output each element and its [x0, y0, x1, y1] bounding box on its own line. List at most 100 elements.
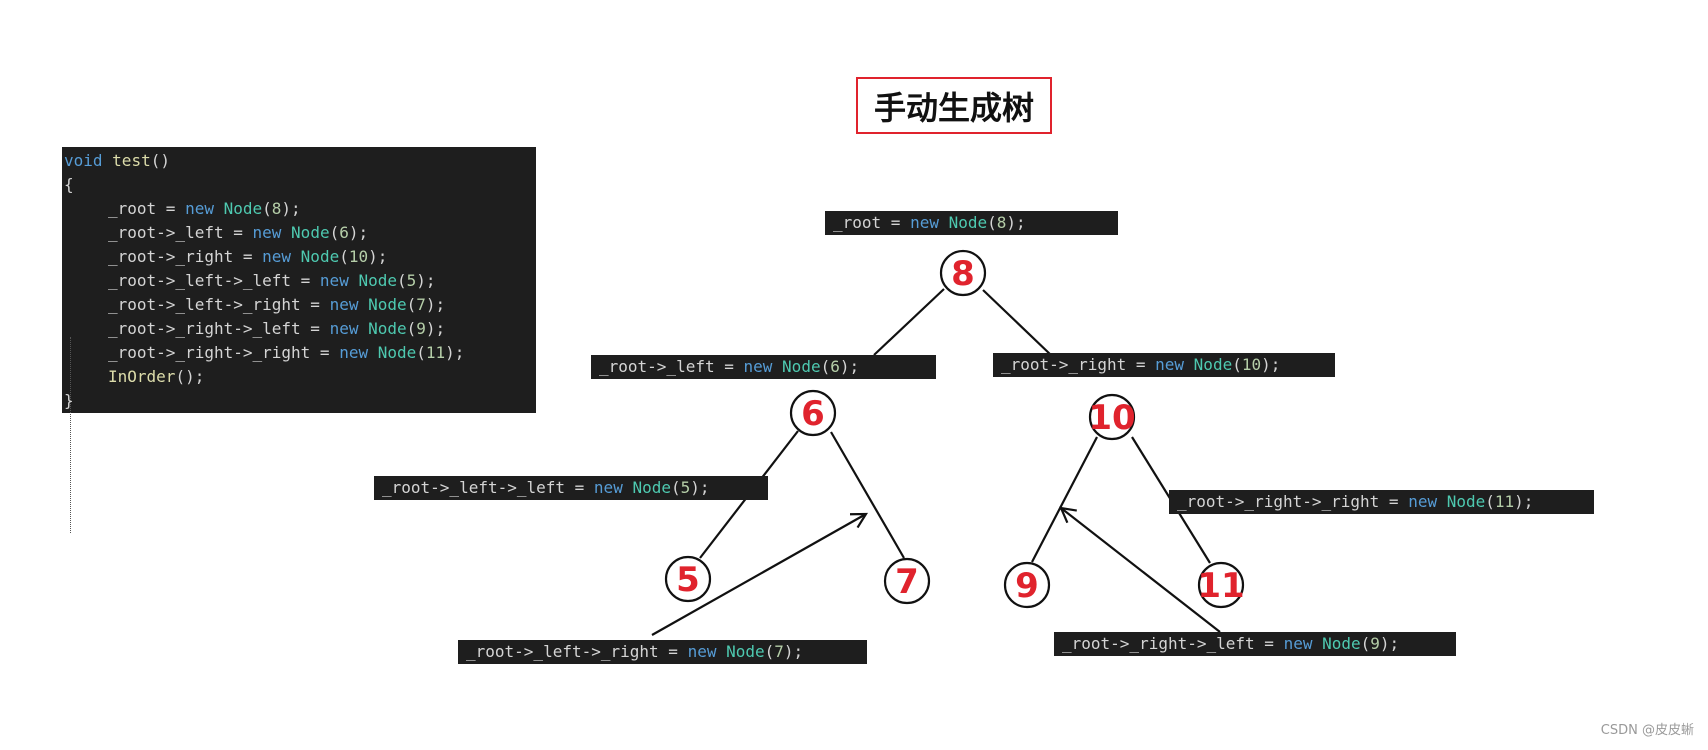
- code-token: Node: [223, 199, 263, 218]
- arrow-head: [849, 512, 868, 529]
- code-token: 6: [830, 357, 840, 376]
- code-token: new: [1408, 492, 1438, 511]
- code-token: Node: [291, 223, 330, 242]
- code-token: 5: [680, 478, 691, 497]
- node-value: 7: [895, 562, 919, 602]
- code-token: (: [406, 319, 417, 338]
- code-token: (: [262, 199, 272, 218]
- code-token: (: [1360, 634, 1371, 653]
- code-token: (: [987, 213, 997, 232]
- code-token: (: [397, 271, 407, 290]
- code-token: new: [262, 247, 292, 266]
- code-line: _root->_left->_left = new Node(5);: [64, 269, 536, 293]
- code-token: [939, 213, 949, 232]
- code-token: _root->_left->_right =: [108, 295, 330, 314]
- code-token: (): [150, 151, 170, 170]
- code-token: new: [339, 343, 369, 362]
- node-circle: [789, 389, 837, 437]
- tree-node-10: 10: [1088, 393, 1136, 441]
- code-line: _root->_left->_right = new Node(7);: [64, 293, 536, 317]
- code-token: 10: [348, 247, 369, 266]
- code-token: (: [764, 642, 775, 661]
- code-line: _root = new Node(8);: [64, 197, 536, 221]
- tree-node-8: 8: [939, 249, 987, 297]
- code-token: new: [252, 223, 282, 242]
- node-circle: [1003, 561, 1051, 609]
- code-token: [1312, 634, 1322, 653]
- code-token: );: [368, 247, 388, 266]
- code-label-node-5: _root->_left->_left = new Node(5);: [374, 476, 768, 500]
- code-token: Node: [1322, 634, 1361, 653]
- node-circle: [1197, 561, 1245, 609]
- code-token: Node: [1193, 355, 1233, 374]
- code-token: _root->_right->_left =: [1062, 634, 1284, 653]
- code-line: void test(): [64, 149, 536, 173]
- code-label-node-7: _root->_left->_right = new Node(7);: [458, 640, 867, 664]
- code-token: new: [593, 478, 623, 497]
- node-circle: [883, 557, 931, 605]
- tree-node-7: 7: [883, 557, 931, 605]
- code-token: }: [64, 391, 74, 410]
- code-token: );: [1006, 213, 1026, 232]
- code-token: new: [1283, 634, 1313, 653]
- code-token: Node: [368, 295, 407, 314]
- node-value: 5: [676, 560, 700, 600]
- arrow-shaft: [1060, 507, 1221, 633]
- code-token: new: [185, 199, 214, 218]
- code-line: {: [64, 173, 536, 197]
- code-token: {: [64, 175, 74, 194]
- tree-edge-8-6: [873, 288, 945, 356]
- code-token: );: [1514, 492, 1534, 511]
- code-token: );: [281, 199, 301, 218]
- code-token: Node: [948, 213, 988, 232]
- code-token: (: [671, 478, 681, 497]
- code-token: );: [348, 223, 369, 242]
- tree-edge-6-7: [830, 431, 905, 559]
- code-line: _root->_right->_left = new Node(9);: [64, 317, 536, 341]
- code-token: 9: [1370, 634, 1380, 653]
- code-label-node-6: _root->_left = new Node(6);: [591, 355, 936, 379]
- code-token: (: [406, 295, 417, 314]
- code-token: 8: [271, 199, 282, 218]
- watermark: CSDN @皮皮蜥: [1600, 723, 1694, 738]
- code-token: _root->_right->_left =: [108, 319, 330, 338]
- code-token: 8: [996, 213, 1007, 232]
- code-token: _root->_right->_right =: [1177, 492, 1409, 511]
- node-circle: [939, 249, 987, 297]
- code-token: _root->_left =: [599, 357, 744, 376]
- code-line: }: [64, 389, 536, 413]
- code-token: 5: [406, 271, 417, 290]
- node-value: 11: [1197, 566, 1244, 606]
- code-panel: void test(){_root = new Node(8);_root->_…: [62, 147, 536, 533]
- pointer-arrow: [1059, 506, 1221, 633]
- code-token: );: [783, 642, 804, 661]
- code-token: _root->_left =: [108, 223, 253, 242]
- code-label-node-10: _root->_right = new Node(10);: [993, 353, 1335, 377]
- code-token: );: [839, 357, 860, 376]
- code-token: [772, 357, 782, 376]
- tree-edge-8-10: [982, 289, 1053, 357]
- code-token: );: [1379, 634, 1400, 653]
- arrow-head: [1059, 506, 1077, 524]
- code-line: _root->_left = new Node(6);: [64, 221, 536, 245]
- code-token: new: [910, 213, 939, 232]
- code-token: (: [1232, 355, 1242, 374]
- code-label-node-11: _root->_right->_right = new Node(11);: [1169, 490, 1594, 514]
- tree-node-5: 5: [664, 555, 712, 603]
- tree-node-6: 6: [789, 389, 837, 437]
- code-token: new: [329, 319, 359, 338]
- code-token: _root =: [833, 213, 911, 232]
- tree-edge-10-9: [1031, 436, 1098, 563]
- code-token: _root =: [108, 199, 186, 218]
- code-token: new: [329, 295, 359, 314]
- code-token: Node: [632, 478, 671, 497]
- code-token: (: [820, 357, 831, 376]
- code-line: _root->_right->_right = new Node(11);: [64, 341, 536, 365]
- tree-node-11: 11: [1197, 561, 1245, 609]
- code-token: 7: [416, 295, 426, 314]
- pointer-arrow: [651, 512, 868, 636]
- tree-node-9: 9: [1003, 561, 1051, 609]
- code-token: _root->_left->_right =: [466, 642, 688, 661]
- code-token: _root->_left->_left =: [382, 478, 594, 497]
